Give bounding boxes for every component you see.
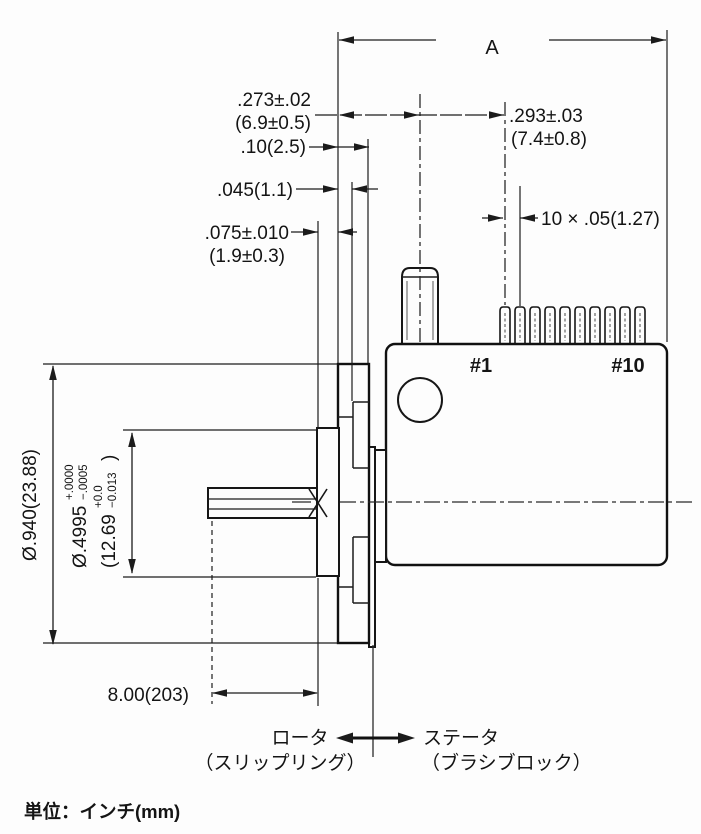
disc-step-lines bbox=[338, 401, 369, 604]
dia4995-tol-plus: +.0000 bbox=[64, 465, 76, 501]
connector-pins bbox=[499, 306, 646, 343]
pin-10-label: #10 bbox=[611, 355, 644, 377]
dim-075-mm: (1.9±0.3) bbox=[209, 246, 285, 267]
dim-800-label: 8.00(203) bbox=[108, 685, 189, 706]
mounting-hole bbox=[397, 377, 443, 423]
dim-pin-pitch: 10 × .05(1.27) bbox=[541, 209, 660, 230]
rotor-label: ロータ bbox=[271, 727, 328, 749]
dia4995-tol-minus: −.0005 bbox=[78, 465, 90, 501]
dia4995-mm-plus: +0.0 bbox=[93, 485, 105, 508]
rotor-stator-arrows bbox=[336, 732, 415, 744]
dimension-lines bbox=[49, 36, 666, 697]
dia4995-mm-open: (12.69 bbox=[99, 514, 120, 568]
brush-block-step bbox=[374, 449, 387, 563]
extension-lines bbox=[43, 30, 668, 706]
dim-dia4995: Ø.4995 +.0000 −.0005 (12.69 +0.0 −0.013 … bbox=[64, 455, 120, 568]
dim-045-label: .045(1.1) bbox=[217, 180, 293, 201]
stator-label: ステータ bbox=[423, 727, 499, 749]
units-note: 単位：インチ(mm) bbox=[24, 801, 180, 822]
dim-273-inch: .273±.02 bbox=[237, 90, 311, 111]
dim-075-inch: .075±.010 bbox=[205, 223, 289, 244]
dia4995-mm-close: ) bbox=[99, 455, 120, 461]
brush-block-housing bbox=[384, 342, 669, 567]
dim-293-inch: .293±.03 bbox=[509, 106, 583, 127]
centerlines bbox=[292, 94, 692, 757]
rotor-group bbox=[207, 362, 371, 645]
dim-10-label: .10(2.5) bbox=[241, 137, 306, 158]
stator-body-group bbox=[368, 267, 669, 648]
break-mark-x bbox=[308, 488, 328, 518]
dia4995-mm-minus: −0.013 bbox=[107, 473, 119, 509]
dim-dia940: Ø.940(23.88) bbox=[20, 449, 41, 561]
dim-273-mm: (6.9±0.5) bbox=[235, 113, 311, 134]
dia4995-main: Ø.4995 bbox=[70, 506, 91, 568]
stator-sublabel: （ブラシブロック） bbox=[421, 751, 592, 774]
hub-flange bbox=[316, 427, 340, 577]
dim-293-mm: (7.4±0.8) bbox=[511, 129, 587, 150]
shaft bbox=[207, 487, 318, 519]
dim-a-label: A bbox=[485, 37, 499, 59]
rotor-sublabel: （スリップリング） bbox=[194, 752, 365, 774]
pin-1-label: #1 bbox=[470, 355, 492, 377]
